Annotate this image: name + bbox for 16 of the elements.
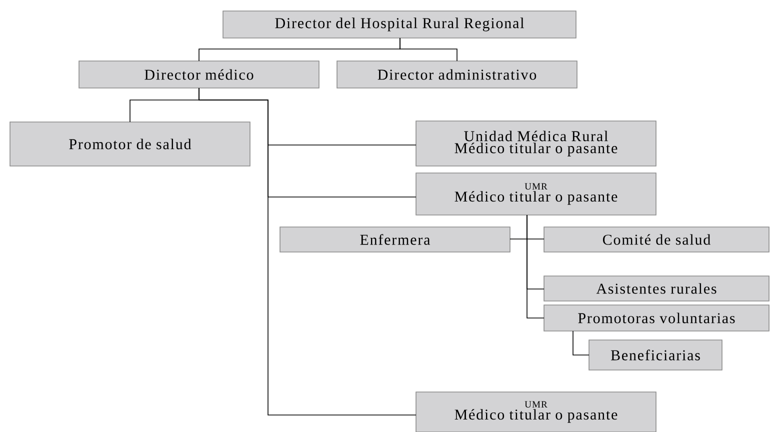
org-box: Unidad Médica Rural Médico titular o pasante [416,120,656,166]
org-box: Comité de salud [544,226,770,252]
org-box: UMR Médico titular o pasante [416,172,656,216]
org-box: UMR Médico titular o pasante [416,392,656,432]
org-box: Beneficiarias [588,340,722,370]
connector-line [526,214,544,318]
org-box: Enfermera [280,226,510,252]
org-box: Director administrativo [336,60,578,88]
connector-line [198,88,416,416]
connector-line [400,38,458,62]
org-box: Director médico [78,60,320,88]
org-box: Asistentes rurales [544,276,770,302]
org-box: Director del Hospital Rural Regional [222,10,576,38]
org-box: Promotor de salud [10,122,250,166]
org-box: Promotoras voluntarias [544,304,770,332]
connector-line [572,330,590,356]
